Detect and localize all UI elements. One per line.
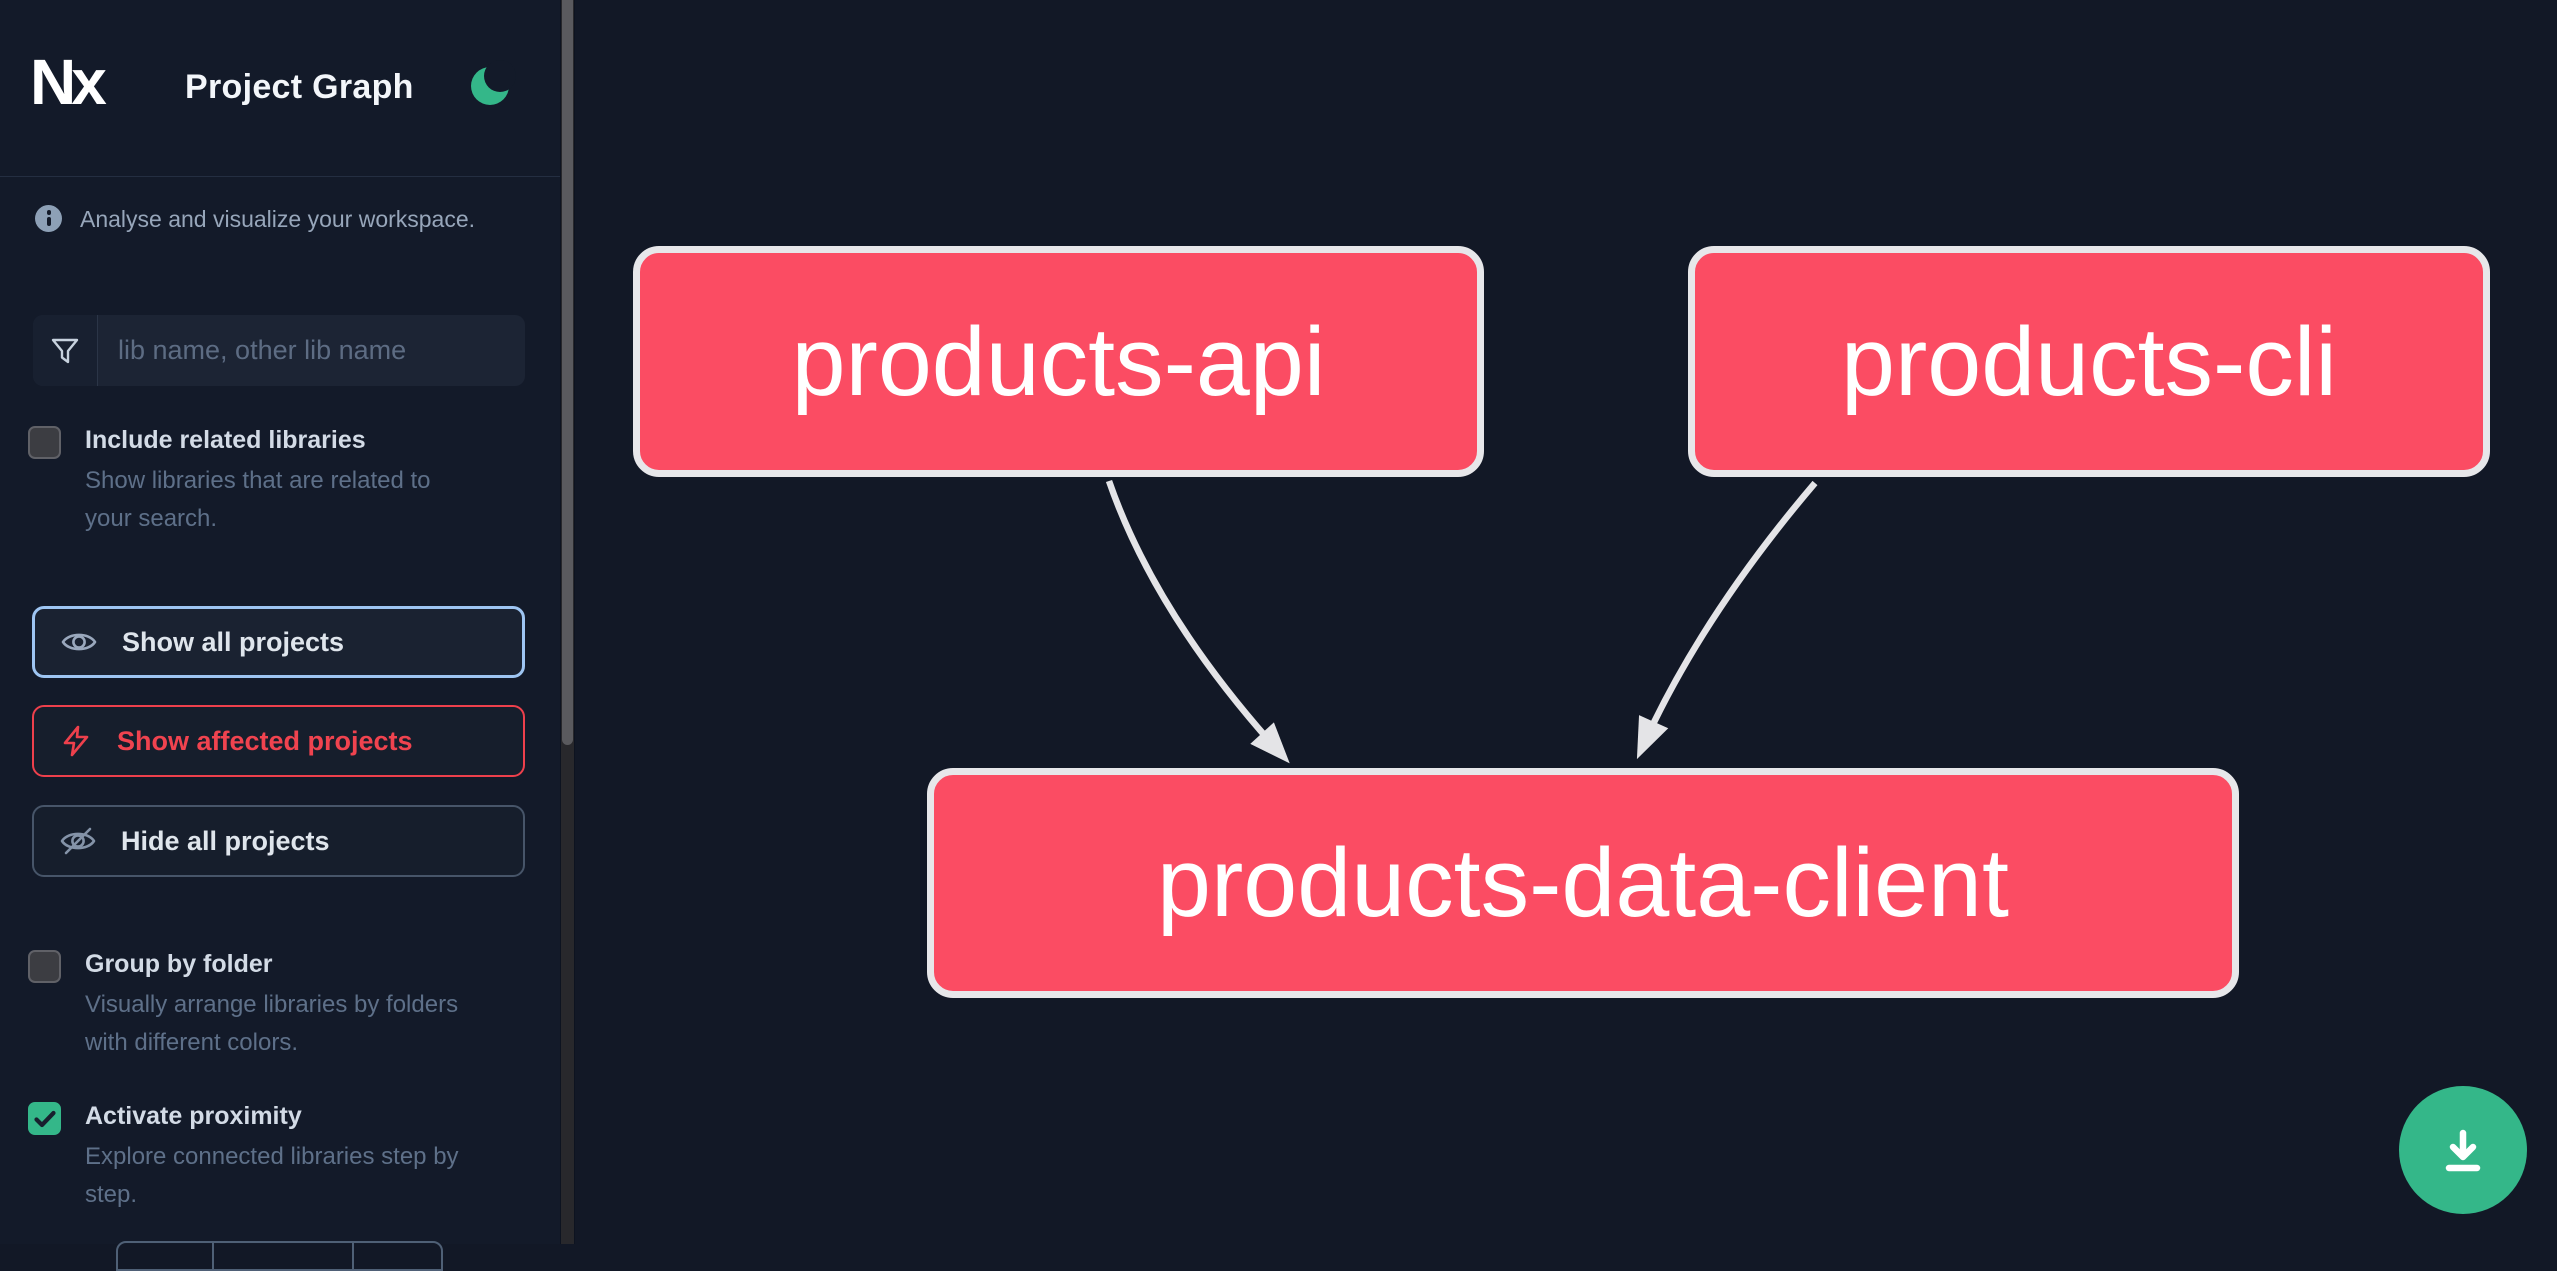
node-label: products-api <box>791 306 1326 416</box>
button-label: Show all projects <box>122 626 345 657</box>
hide-all-projects-button[interactable]: Hide all projects <box>32 805 525 877</box>
download-image-button[interactable] <box>2399 1086 2527 1214</box>
theme-toggle-button[interactable] <box>471 60 516 107</box>
edge-products-api-to-data-client <box>1105 479 1290 764</box>
graph-node-products-data-client[interactable]: products-data-client <box>927 768 2239 998</box>
dependency-edges <box>1105 479 1818 764</box>
workspace-tagline: Analyse and visualize your workspace. <box>80 206 476 232</box>
library-filter-box <box>33 315 525 386</box>
option-label: Activate proximity <box>85 1102 302 1130</box>
show-affected-projects-button[interactable]: Show affected projects <box>32 705 525 777</box>
group-by-folder-checkbox[interactable] <box>28 950 61 983</box>
graph-node-products-api[interactable]: products-api <box>633 246 1484 477</box>
button-label: Hide all projects <box>121 825 330 856</box>
option-label: Include related libraries <box>85 426 366 454</box>
node-label: products-data-client <box>1157 828 2009 937</box>
graph-canvas[interactable]: products-api products-cli products-data-… <box>575 0 2557 1244</box>
button-label: Show affected projects <box>117 725 413 756</box>
node-label: products-cli <box>1841 306 2337 416</box>
eye-off-icon <box>60 827 96 855</box>
app-title: Project Graph <box>185 68 414 106</box>
nx-logo: Nx <box>30 46 107 118</box>
option-description: Show libraries that are related to your … <box>85 467 431 532</box>
download-icon <box>2445 1129 2481 1172</box>
eye-icon <box>61 633 97 651</box>
moon-icon-cutout <box>484 60 516 92</box>
stepper-segment[interactable] <box>118 1243 214 1269</box>
scrollbar-thumb[interactable] <box>562 0 573 745</box>
show-all-projects-button[interactable]: Show all projects <box>32 606 525 678</box>
bolt-icon <box>63 725 89 757</box>
library-search-input[interactable] <box>98 315 525 386</box>
edge-products-cli-to-data-client <box>1636 480 1818 760</box>
proximity-stepper[interactable] <box>116 1241 443 1271</box>
funnel-filter-icon <box>33 315 98 386</box>
check-icon <box>33 1110 56 1127</box>
sidebar-scrollbar[interactable] <box>560 0 575 1244</box>
stepper-segment[interactable] <box>214 1243 354 1269</box>
option-description: Explore connected libraries step by step… <box>85 1143 459 1208</box>
activate-proximity-checkbox[interactable] <box>28 1102 61 1135</box>
option-label: Group by folder <box>85 950 273 978</box>
sidebar: Nx Project Graph Analyse and visualize y… <box>0 0 560 1271</box>
graph-node-products-cli[interactable]: products-cli <box>1688 246 2490 477</box>
sidebar-header: Nx Project Graph <box>0 0 560 177</box>
include-related-checkbox[interactable] <box>28 426 61 459</box>
info-icon <box>35 205 62 232</box>
option-description: Visually arrange libraries by folders wi… <box>85 991 459 1056</box>
